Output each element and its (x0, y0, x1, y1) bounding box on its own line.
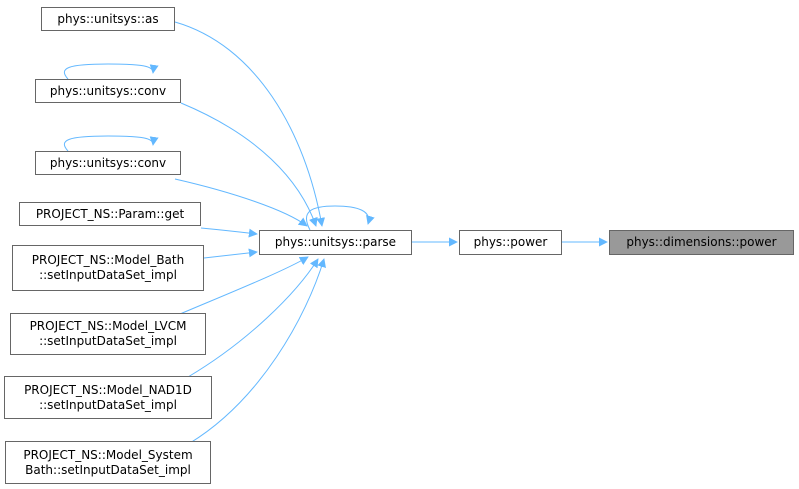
node-label-line: phys::power (473, 235, 548, 249)
node-phys-unitsys-conv-1[interactable]: phys::unitsys::conv (35, 79, 181, 103)
edge-model_lvcm-to-parse (179, 256, 309, 315)
node-phys-unitsys-as[interactable]: phys::unitsys::as (41, 7, 175, 31)
node-label-line: ::setInputDataSet_impl (39, 397, 177, 412)
node-label-line: phys::unitsys::parse (274, 235, 397, 249)
edge-conv1-to-conv1 (63, 63, 159, 80)
node-label-line: phys::unitsys::conv (49, 83, 167, 98)
edge-model_bath-to-parse (203, 248, 258, 259)
node-model-nad1d-setinputdataset[interactable]: PROJECT_NS::Model_NAD1D ::setInputDataSe… (4, 376, 212, 419)
edge-model_system-to-parse (189, 258, 326, 444)
edge-conv1-to-parse (180, 102, 318, 227)
node-phys-unitsys-conv-2[interactable]: phys::unitsys::conv (35, 151, 181, 175)
node-label-line: Bath::setInputDataSet_impl (25, 462, 191, 477)
node-label-line: PROJECT_NS::Model_LVCM (29, 319, 187, 333)
node-param-get[interactable]: PROJECT_NS::Param::get (19, 202, 201, 226)
node-label-line: ::setInputDataSet_impl (39, 334, 177, 348)
node-model-lvcm-setinputdataset[interactable]: PROJECT_NS::Model_LVCM ::setInputDataSet… (10, 313, 206, 355)
node-label-line: PROJECT_NS::Model_Bath (31, 253, 185, 267)
node-phys-unitsys-parse[interactable]: phys::unitsys::parse (259, 230, 412, 255)
node-phys-dimensions-power[interactable]: phys::dimensions::power (609, 230, 794, 255)
node-phys-power[interactable]: phys::power (459, 230, 562, 255)
node-label-line: phys::dimensions::power (626, 235, 777, 249)
edge-conv2-to-conv2 (63, 135, 159, 152)
node-model-systembath-setinputdataset[interactable]: PROJECT_NS::Model_System Bath::setInputD… (5, 441, 211, 484)
node-label-line: phys::unitsys::conv (49, 155, 167, 170)
node-label-line: phys::unitsys::as (57, 11, 159, 26)
edge-conv2-to-parse (174, 178, 308, 227)
edge-model_nad1d-to-parse (187, 258, 319, 378)
node-label-line: PROJECT_NS::Model_NAD1D (24, 382, 192, 397)
node-label-line: PROJECT_NS::Model_System (23, 447, 193, 462)
node-label-line: PROJECT_NS::Param::get (35, 206, 185, 221)
node-model-bath-setinputdataset[interactable]: PROJECT_NS::Model_Bath ::setInputDataSet… (12, 245, 204, 291)
node-label-line: ::setInputDataSet_impl (39, 268, 177, 282)
edge-param_get-to-parse (200, 227, 258, 238)
edge-as-to-parse (174, 21, 326, 227)
edge-parse-to-parse (305, 205, 375, 231)
